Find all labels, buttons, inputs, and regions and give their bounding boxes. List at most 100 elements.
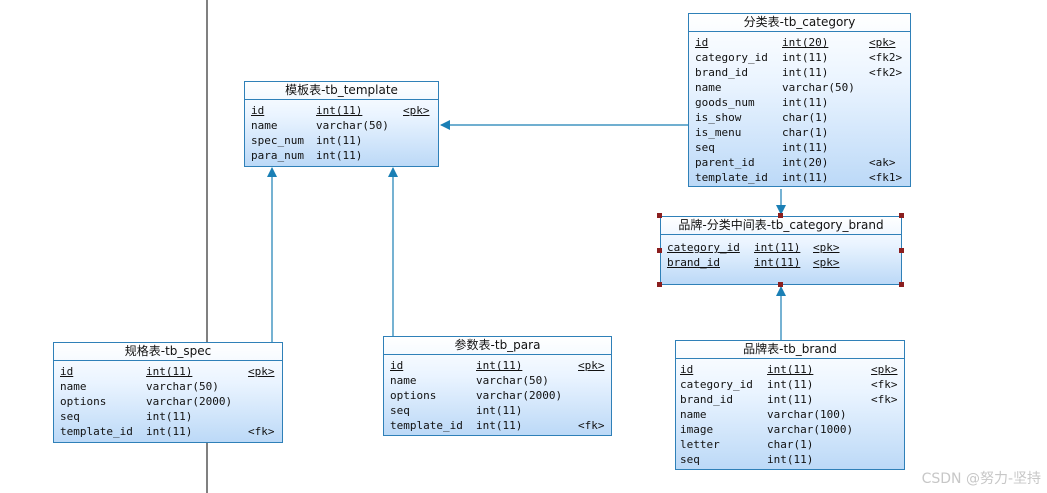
selection-handle[interactable] <box>657 213 662 218</box>
selection-handle[interactable] <box>899 248 904 253</box>
column-name: parent_id <box>695 156 755 169</box>
table-row[interactable]: name varchar(100) <box>676 407 904 422</box>
column-type: int(11) <box>476 359 523 372</box>
column-type: int(11) <box>754 256 801 269</box>
column-key: <pk> <box>869 36 896 49</box>
table-row[interactable]: seq int(11) <box>676 452 904 467</box>
column-name: id <box>60 365 74 378</box>
table-title: 模板表-tb_template <box>245 82 438 100</box>
column-key: <pk> <box>813 241 840 254</box>
column-name: goods_num <box>695 96 755 109</box>
column-name: brand_id <box>680 393 733 406</box>
column-type: varchar(50) <box>146 380 219 393</box>
column-name: seq <box>680 453 700 466</box>
column-type: int(11) <box>316 104 363 117</box>
table-row[interactable]: goods_num int(11) <box>689 95 910 110</box>
column-type: int(11) <box>782 96 829 109</box>
column-type: int(11) <box>767 393 814 406</box>
selection-handle[interactable] <box>657 282 662 287</box>
column-key: <pk> <box>871 363 898 376</box>
column-type: int(11) <box>782 51 829 64</box>
column-name: image <box>680 423 714 436</box>
selection-handle[interactable] <box>899 282 904 287</box>
column-type: int(11) <box>767 363 814 376</box>
column-name: template_id <box>695 171 768 184</box>
column-type: varchar(2000) <box>476 389 563 402</box>
column-type: int(11) <box>476 404 523 417</box>
column-type: int(11) <box>146 410 193 423</box>
column-key: <fk> <box>871 378 898 391</box>
column-name: template_id <box>390 419 463 432</box>
column-type: int(11) <box>476 419 523 432</box>
column-type: char(1) <box>782 126 829 139</box>
column-type: int(11) <box>146 365 193 378</box>
column-name: category_id <box>667 241 740 254</box>
table-row[interactable]: brand_id int(11) <fk> <box>676 392 904 407</box>
column-name: options <box>60 395 107 408</box>
selection-handle[interactable] <box>657 248 662 253</box>
table-row[interactable]: template_id int(11) <fk> <box>384 418 611 433</box>
table-title: 参数表-tb_para <box>384 337 611 355</box>
table-row[interactable]: seq int(11) <box>689 140 910 155</box>
column-key: <fk> <box>871 393 898 406</box>
column-name: seq <box>695 141 715 154</box>
column-name: name <box>390 374 417 387</box>
column-type: int(11) <box>146 425 193 438</box>
column-name: seq <box>60 410 80 423</box>
column-name: id <box>251 104 265 117</box>
column-key: <pk> <box>248 365 275 378</box>
table-row[interactable]: letter char(1) <box>676 437 904 452</box>
selection-handle[interactable] <box>778 282 783 287</box>
table-row[interactable]: id int(11) <pk> <box>54 364 282 379</box>
column-key: <fk1> <box>869 171 903 184</box>
column-name: id <box>390 359 404 372</box>
column-name: name <box>680 408 707 421</box>
column-key: <fk> <box>578 419 605 432</box>
column-type: char(1) <box>767 438 814 451</box>
column-key: <pk> <box>403 104 430 117</box>
column-type: int(11) <box>767 453 814 466</box>
selection-handle[interactable] <box>778 213 783 218</box>
column-type: char(1) <box>782 111 829 124</box>
column-key: <fk2> <box>869 66 903 79</box>
table-title: 品牌-分类中间表-tb_category_brand <box>661 217 901 235</box>
table-row[interactable]: is_show char(1) <box>689 110 910 125</box>
column-name: letter <box>680 438 720 451</box>
table-row[interactable]: seq int(11) <box>54 409 282 424</box>
column-key: <ak> <box>869 156 896 169</box>
column-type: int(11) <box>782 141 829 154</box>
selection-handle[interactable] <box>899 213 904 218</box>
column-key: <fk2> <box>869 51 903 64</box>
table-row[interactable]: id int(11) <pk> <box>245 103 438 118</box>
column-type: varchar(100) <box>767 408 847 421</box>
column-name: is_show <box>695 111 742 124</box>
